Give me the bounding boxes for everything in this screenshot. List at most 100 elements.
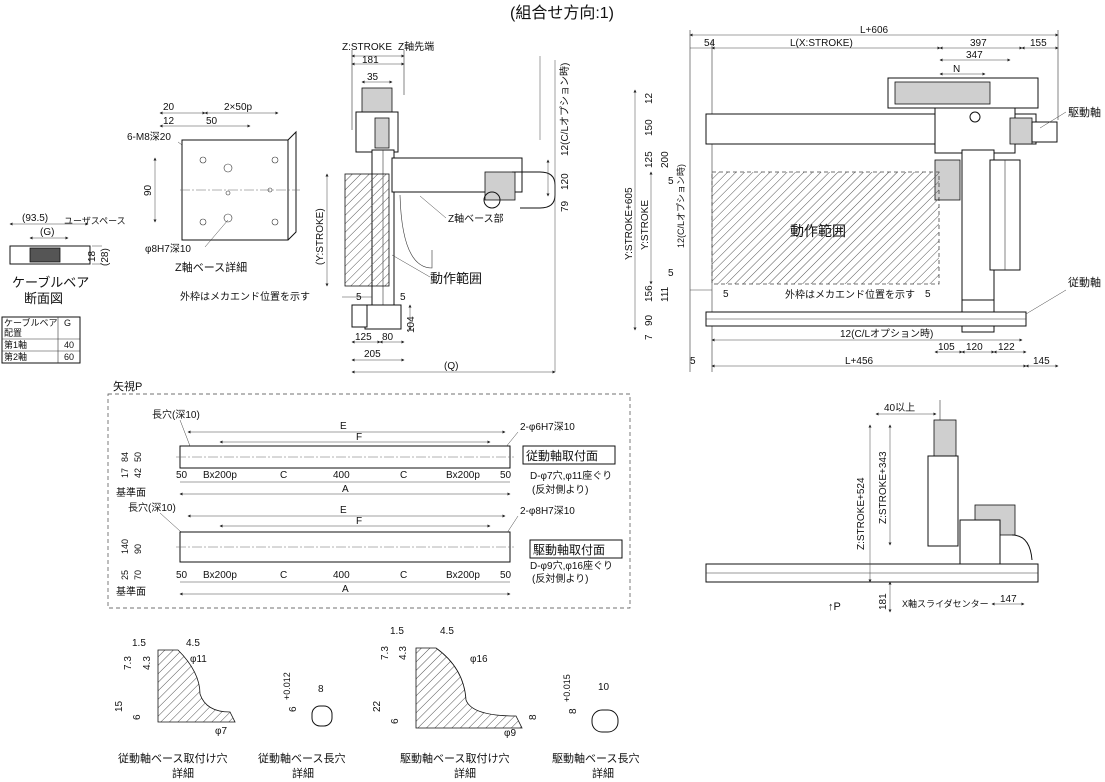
driven-seg-5: Bx200p (446, 470, 480, 481)
pin-spec: φ8H7深10 (145, 243, 191, 255)
dim-122: 122 (998, 342, 1015, 353)
driven-seg-0: 50 (176, 470, 188, 481)
drive-slot: 長穴(深10) (128, 501, 176, 514)
driven-a: A (342, 484, 349, 495)
dim-28: (28) (100, 248, 111, 266)
d3-22: 22 (372, 700, 383, 712)
y-stroke-top: Y:STROKE (640, 200, 651, 250)
drive-seg-1: Bx200p (203, 570, 237, 581)
z-base-caption: Z軸ベース詳細 (175, 260, 247, 274)
dim-q: (Q) (444, 361, 458, 372)
motion-range-label: 動作範囲 (430, 271, 482, 286)
dim-120: 120 (560, 173, 571, 190)
dim-12-cl-bottom: 12(C/Lオプション時) (840, 328, 933, 340)
dim-111: 111 (660, 286, 671, 302)
outer-frame-note: 外枠はメカエンド位置を示す (180, 290, 310, 303)
dim-156: 156 (644, 285, 655, 302)
d1-caption-1: 従動軸ベース取付け穴 (118, 751, 227, 765)
driven-d-50: 50 (133, 452, 143, 462)
detail-driven-slot: 8 6 +0.012 従動軸ベース長穴 詳細 (258, 672, 345, 780)
table-row-axis-2: 第2軸 (4, 351, 27, 362)
dim-7-top: 7 (644, 334, 655, 340)
drive-pin: 2-φ8H7深10 (520, 505, 575, 517)
dim-12-cl-top: 12(C/Lオプション時) (676, 164, 686, 248)
z-tip-label: Z軸先端 (398, 40, 434, 53)
table-header-arrangement-2: 配置 (4, 328, 22, 338)
d3-phi16: φ16 (470, 654, 488, 665)
driven-seg-3: 400 (333, 470, 350, 481)
drive-seg-2: C (280, 570, 287, 581)
d1-4-5: 4.5 (186, 638, 200, 649)
dim-105: 105 (938, 342, 955, 353)
table-header-arrangement-1: ケーブルベア (4, 317, 57, 328)
dim-147: 147 (1000, 594, 1017, 605)
d3-4-3: 4.3 (398, 646, 409, 660)
dim-80: 80 (382, 332, 394, 343)
driven-ref: 基準面 (116, 486, 146, 499)
dim-12-cl: 12(C/Lオプション時) (559, 63, 571, 156)
d1-1-5: 1.5 (132, 638, 146, 649)
driven-seg-6: 50 (500, 470, 512, 481)
dim-120-top: 120 (966, 342, 983, 353)
d1-6: 6 (132, 714, 143, 720)
driven-f: F (356, 432, 362, 443)
dim-5-top-c: 5 (723, 289, 729, 300)
dim-5-top-d: 5 (925, 289, 931, 300)
dim-200: 200 (660, 151, 671, 168)
z-stroke-label: Z:STROKE (342, 42, 392, 53)
dim-125-top: 125 (644, 151, 655, 168)
dim-90-top: 90 (644, 314, 655, 326)
detail-driven-hole: 1.5 4.5 7.3 4.3 φ11 15 6 φ7 従動軸ベース取付け穴 詳… (114, 638, 236, 780)
driven-pin: 2-φ6H7深10 (520, 421, 575, 433)
dim-155: 155 (1030, 38, 1047, 49)
drive-seg-3: 400 (333, 570, 350, 581)
table-header-g: G (64, 318, 71, 328)
d4-caption-2: 詳細 (592, 766, 614, 780)
dim-5-b: 5 (400, 292, 406, 303)
z-base-part-label: Z軸ベース部 (448, 212, 504, 225)
d1-phi11: φ11 (190, 654, 207, 665)
driven-d-17: 17 (120, 468, 130, 478)
top-view: L+606 54 L(X:STROKE) 397 155 347 N 駆動軸 (624, 25, 1101, 372)
dim-181: 181 (362, 55, 379, 66)
hole-spec: 6-M8深20 (127, 131, 171, 143)
user-space-label: ユーザスペース (64, 216, 126, 226)
driven-seg-2: C (280, 470, 287, 481)
driven-slot: 長穴(深10) (152, 408, 200, 421)
driven-d-42: 42 (133, 468, 143, 478)
y-stroke-label: (Y:STROKE) (315, 208, 326, 265)
driven-seg-1: Bx200p (203, 470, 237, 481)
drive-seg-4: C (400, 570, 407, 581)
dim-5-top-e: 5 (690, 356, 696, 367)
dim-104: 104 (406, 316, 417, 333)
dim-181-front: 181 (878, 593, 889, 610)
dim-347: 347 (966, 50, 983, 61)
motion-range-label-top: 動作範囲 (790, 223, 846, 239)
d3-4-5: 4.5 (440, 626, 454, 637)
dim-n: N (953, 64, 960, 75)
dim-205: 205 (364, 349, 381, 360)
drive-e: E (340, 505, 347, 516)
drive-hole-1: D-φ9穴,φ16座ぐり (530, 559, 613, 572)
drive-seg-6: 50 (500, 570, 512, 581)
dim-l-606: L+606 (860, 25, 889, 36)
dim-40-or-more: 40以上 (884, 402, 915, 414)
table-row-g-2: 60 (64, 352, 74, 362)
d2-caption-2: 詳細 (292, 766, 314, 780)
d3-8: 8 (528, 714, 539, 720)
d1-4-3: 4.3 (142, 656, 153, 670)
side-view: Z:STROKE Z軸先端 181 35 12(C/Lオプション時) 120 7… (180, 40, 571, 374)
driven-d-84: 84 (120, 452, 130, 462)
d4-tol: +0.015 (562, 674, 572, 702)
d1-7-3: 7.3 (123, 656, 134, 670)
dim-125: 125 (355, 332, 372, 343)
driven-axis-label: 従動軸 (1068, 275, 1101, 289)
front-view: 40以上 Z:STROKE+524 Z:STROKE+343 181 X軸スライ… (705, 400, 1039, 613)
d2-caption-1: 従動軸ベース長穴 (258, 751, 345, 765)
d2-8: 8 (318, 684, 324, 695)
drive-hole-2: (反対側より) (532, 572, 588, 585)
d3-1-5: 1.5 (390, 626, 404, 637)
drive-d-70: 70 (133, 570, 143, 580)
z-base-detail: 20 2×50p 12 50 6-M8深20 90 φ8H7深10 Z軸ベース詳… (127, 102, 300, 274)
d3-phi9: φ9 (504, 728, 516, 739)
